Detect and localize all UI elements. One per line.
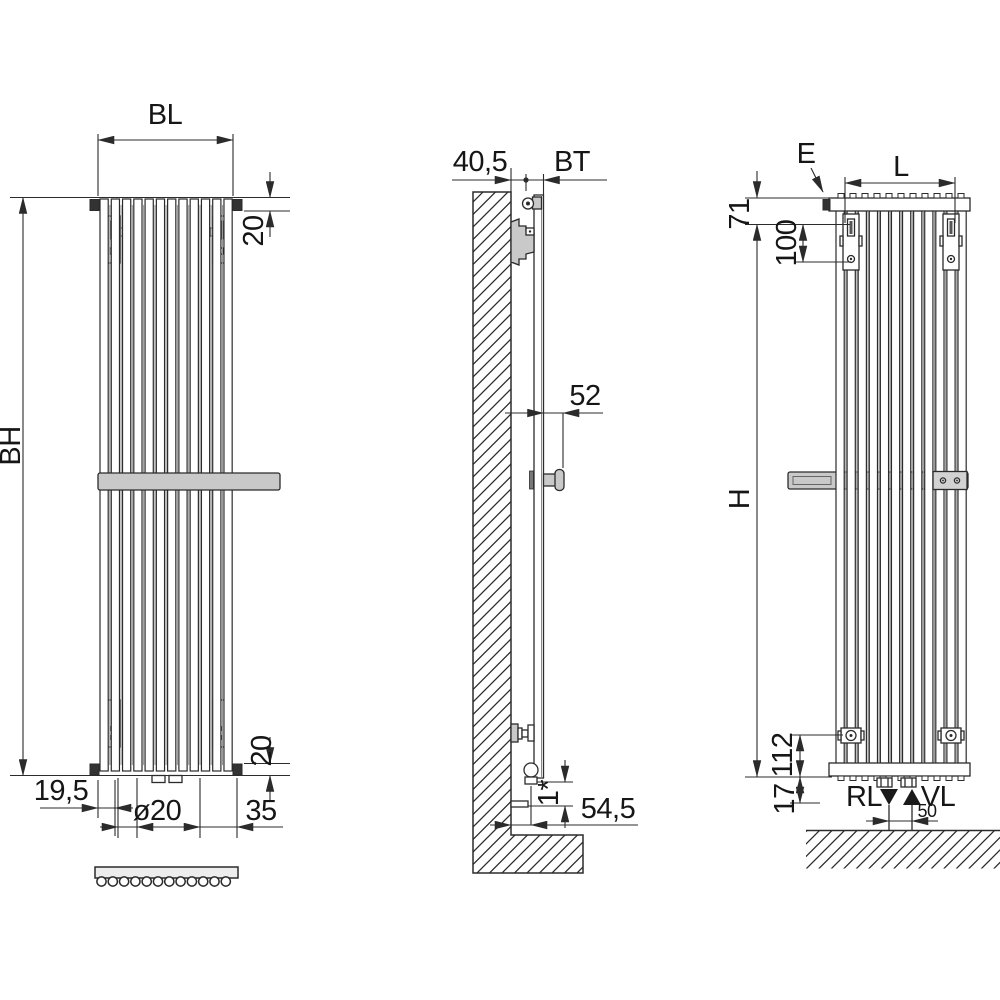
front-view: BL 20 BH 20 19,5 (0, 99, 290, 887)
dim-label-l: L (893, 151, 909, 183)
towel-bar-front (97, 472, 281, 491)
dim-label-dia20: ø20 (133, 795, 181, 827)
dim-label-17: 17 (769, 783, 801, 814)
plan-view (94, 866, 239, 887)
valve-side (523, 762, 539, 785)
dim-e: E (797, 138, 824, 193)
dim-reference-dot (523, 177, 529, 183)
dim-bl: BL (97, 99, 234, 196)
end-plug-top-left (89, 199, 100, 211)
dim-label-e: E (797, 138, 816, 170)
plan-view-body (94, 866, 239, 879)
dim-label-h: H (724, 489, 756, 509)
back-bracket-bottom-right (937, 727, 965, 744)
dim-label-bl: BL (148, 99, 183, 131)
dim-label-rl: RL (846, 781, 882, 813)
dim-19-5: 19,5 (34, 775, 133, 836)
dim-17: 17 (769, 776, 820, 815)
dim-bottom-20: 20 (246, 735, 278, 801)
dim-label-35: 35 (245, 795, 276, 827)
dim-dia20-35: ø20 35 (100, 778, 283, 838)
dim-label-vl: VL (921, 781, 956, 813)
dim-top-20: 20 (238, 172, 275, 247)
dim-label-19-5: 19,5 (34, 775, 88, 807)
dim-52: 52 (505, 380, 603, 468)
dim-label-100: 100 (771, 220, 803, 267)
dim-label-bt: BT (554, 146, 591, 178)
plan-view-tube-circles (96, 876, 232, 887)
back-view: E L 71 H 100 112 (724, 138, 1000, 869)
dim-40-5-bt: 40,5 BT (452, 146, 607, 195)
dim-label-top-20: 20 (238, 215, 270, 246)
vent-plug-back (822, 199, 831, 211)
radiator-slab-side (533, 194, 545, 779)
top-rail (828, 197, 971, 212)
wall-pipe-stub (510, 800, 529, 808)
dim-label-bottom-20: 20 (246, 735, 278, 766)
towel-bar-knob-side (529, 468, 565, 492)
dim-112: 112 (767, 733, 843, 778)
wall-bracket-top-side (510, 218, 535, 266)
dim-label-40-5: 40,5 (453, 146, 507, 178)
connection-sockets (876, 777, 917, 788)
dim-label-54-5: 54,5 (581, 793, 635, 825)
return-flow-arrow-icon (880, 789, 898, 805)
end-plug-bottom-right (232, 763, 243, 776)
dim-1-star: 1* (528, 760, 573, 828)
dim-100: 100 (771, 220, 851, 267)
connection-stub-left (151, 774, 166, 784)
towel-bar-inner-detail (792, 476, 832, 485)
floor-hatch (806, 830, 1000, 869)
dim-label-1-star: 1* (533, 780, 565, 807)
dim-71-h: 71 H (724, 171, 850, 778)
supply-flow-arrow-icon (903, 789, 921, 805)
side-view: 40,5 BT 52 (452, 146, 638, 874)
dim-bh: BH (0, 196, 28, 777)
end-plug-top-right (232, 199, 243, 211)
rail-tabs (837, 193, 965, 781)
dim-label-71: 71 (724, 198, 756, 229)
back-bracket-bottom-left (837, 727, 865, 744)
dim-50: 50 (866, 801, 938, 826)
dim-label-112: 112 (767, 733, 799, 778)
dim-label-50: 50 (917, 801, 937, 821)
dim-label-52: 52 (569, 380, 600, 412)
bottom-rail (828, 762, 971, 777)
towel-bar-end-plate (932, 470, 968, 491)
dim-54-5: 54,5 (490, 786, 638, 830)
vent-plug-center (526, 201, 530, 206)
connection-stub-right (168, 774, 183, 784)
end-plug-bottom-left (89, 763, 100, 776)
wall-bolt-bottom-side (510, 723, 535, 743)
back-bracket-top-right (939, 213, 963, 271)
dim-l: L (844, 151, 956, 223)
dim-label-bh: BH (0, 426, 27, 465)
